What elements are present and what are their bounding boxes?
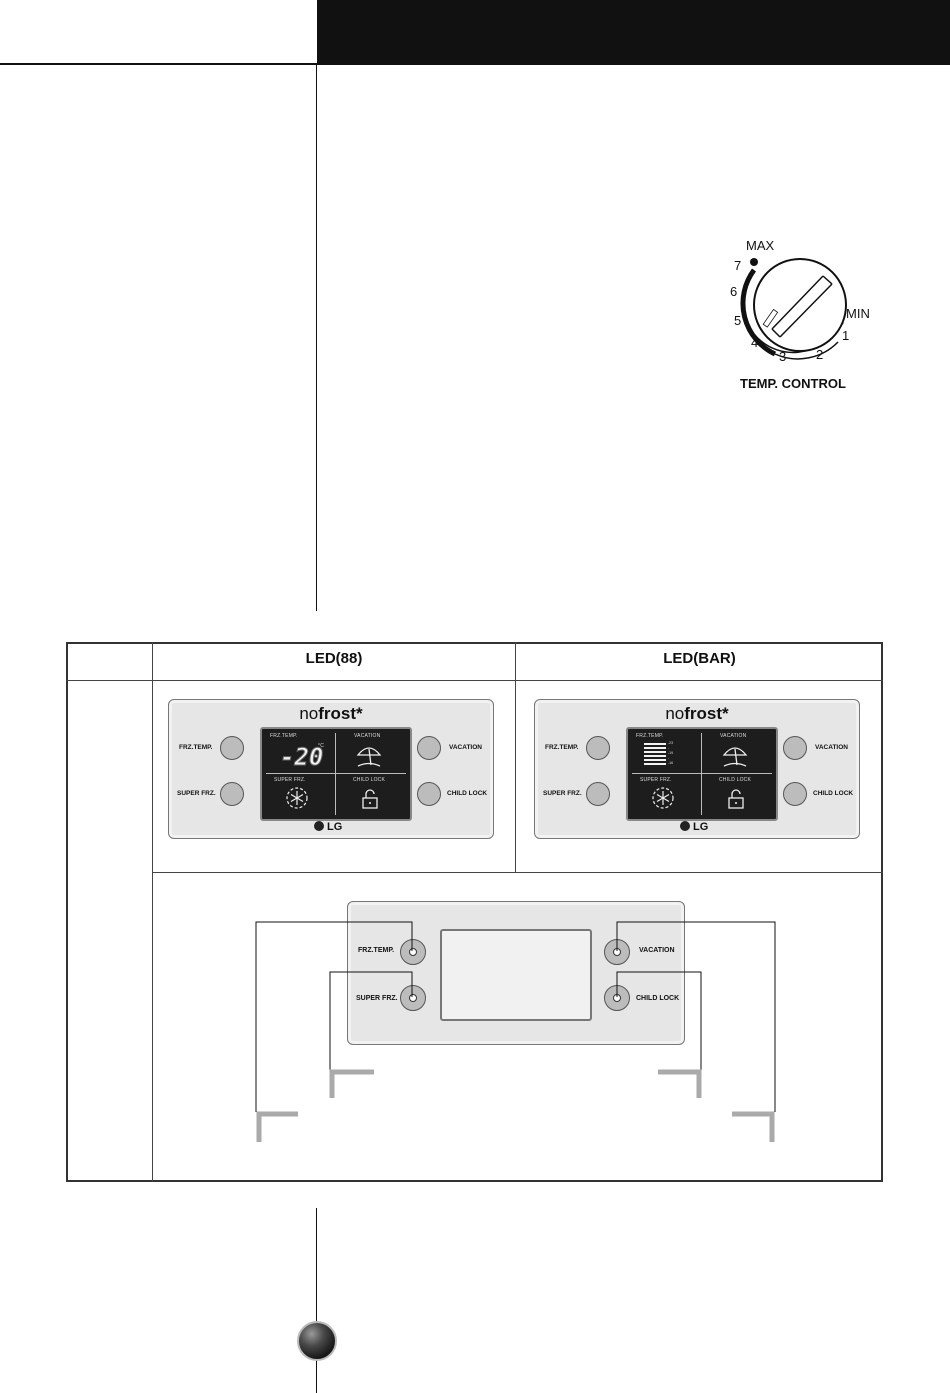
- header-bar: [317, 0, 950, 63]
- vacation-label: VACATION: [639, 947, 675, 954]
- super-frz-button[interactable]: [586, 782, 610, 806]
- lcd-display: FRZ.TEMP. VACATION SUPER FRZ. CHILD LOCK…: [260, 727, 412, 821]
- column-header-led88: LED(88): [305, 650, 363, 667]
- lcd-frz-temp-label: FRZ.TEMP.: [636, 733, 664, 739]
- temperature-readout: -20: [279, 743, 324, 772]
- vacation-label: VACATION: [449, 744, 482, 751]
- child-lock-button[interactable]: [604, 985, 630, 1011]
- frz-temp-label: FRZ.TEMP.: [179, 744, 213, 751]
- display-screen: [440, 929, 592, 1021]
- lg-logo: LG: [680, 821, 708, 833]
- frz-temp-button[interactable]: [220, 736, 244, 760]
- frz-temp-label: FRZ.TEMP.: [358, 947, 395, 954]
- lcd-frz-temp-label: FRZ.TEMP.: [270, 733, 298, 739]
- brand-logo: nofrost*: [665, 704, 729, 723]
- child-lock-label: CHILD LOCK: [636, 995, 680, 1002]
- display-table: [66, 642, 883, 1182]
- dial-position-5: 5: [734, 313, 742, 328]
- vacation-button[interactable]: [417, 736, 441, 760]
- padlock-icon: [362, 789, 378, 809]
- temperature-unit: °C: [318, 743, 325, 749]
- margin-line-top: [316, 63, 317, 611]
- vacation-button[interactable]: [604, 939, 630, 965]
- temp-control-dial: MAX MIN 1 2 3 4 5 6 7 TEMP. CONTROL: [720, 230, 900, 400]
- snowflake-icon: [286, 787, 308, 809]
- super-frz-label: SUPER FRZ.: [177, 790, 216, 797]
- lcd-super-frz-label: SUPER FRZ.: [640, 777, 672, 783]
- margin-line-bottom: [316, 1208, 317, 1393]
- control-panel-led88: nofrost* FRZ.TEMP. SUPER FRZ. VACATION C…: [168, 699, 494, 839]
- dial-graphic: [740, 258, 847, 360]
- temperature-bar-graph: [644, 743, 666, 767]
- lcd-vacation-label: VACATION: [354, 733, 381, 739]
- snowflake-icon: [652, 787, 674, 809]
- lcd-super-frz-label: SUPER FRZ.: [274, 777, 306, 783]
- table-column-divider: [152, 642, 153, 1182]
- super-frz-label: SUPER FRZ.: [356, 995, 398, 1002]
- super-frz-label: SUPER FRZ.: [543, 790, 582, 797]
- dial-position-3: 3: [779, 349, 787, 364]
- lg-logo-icon: [314, 821, 324, 831]
- child-lock-button[interactable]: [417, 782, 441, 806]
- dial-position-7: 7: [734, 258, 742, 273]
- umbrella-icon: [356, 747, 382, 767]
- umbrella-icon: [722, 747, 748, 767]
- frz-temp-button[interactable]: [400, 939, 426, 965]
- temperature-bar-scale: -23--19--16: [668, 741, 674, 765]
- child-lock-label: CHILD LOCK: [813, 790, 854, 797]
- super-frz-button[interactable]: [400, 985, 426, 1011]
- dial-caption: TEMP. CONTROL: [740, 376, 846, 391]
- vacation-button[interactable]: [783, 736, 807, 760]
- dial-min-label: MIN: [846, 306, 870, 321]
- padlock-icon: [728, 789, 744, 809]
- lg-logo: LG: [314, 821, 342, 833]
- super-frz-button[interactable]: [220, 782, 244, 806]
- page-marker-dot: [297, 1321, 337, 1361]
- column-header-ledbar: LED(BAR): [663, 650, 736, 667]
- brand-logo: nofrost*: [299, 704, 363, 723]
- dial-position-1: 1: [842, 328, 850, 343]
- dial-max-label: MAX: [746, 238, 775, 253]
- lcd-display: FRZ.TEMP. VACATION SUPER FRZ. CHILD LOCK…: [626, 727, 778, 821]
- table-row-divider: [66, 680, 883, 681]
- vacation-label: VACATION: [815, 744, 848, 751]
- header-rule: [0, 63, 950, 65]
- control-panel-ledbar: nofrost* FRZ.TEMP. SUPER FRZ. VACATION C…: [534, 699, 860, 839]
- lcd-child-lock-label: CHILD LOCK: [353, 777, 386, 783]
- table-column-divider: [515, 642, 516, 872]
- dial-position-4: 4: [751, 335, 759, 350]
- lcd-child-lock-label: CHILD LOCK: [719, 777, 752, 783]
- control-panel-diagram: FRZ.TEMP. SUPER FRZ. VACATION CHILD LOCK: [347, 901, 685, 1045]
- lcd-vacation-label: VACATION: [720, 733, 747, 739]
- table-row-divider: [152, 872, 883, 873]
- dial-position-6: 6: [730, 284, 738, 299]
- frz-temp-button[interactable]: [586, 736, 610, 760]
- lg-logo-icon: [680, 821, 690, 831]
- child-lock-button[interactable]: [783, 782, 807, 806]
- dial-position-2: 2: [816, 347, 824, 362]
- child-lock-label: CHILD LOCK: [447, 790, 488, 797]
- frz-temp-label: FRZ.TEMP.: [545, 744, 579, 751]
